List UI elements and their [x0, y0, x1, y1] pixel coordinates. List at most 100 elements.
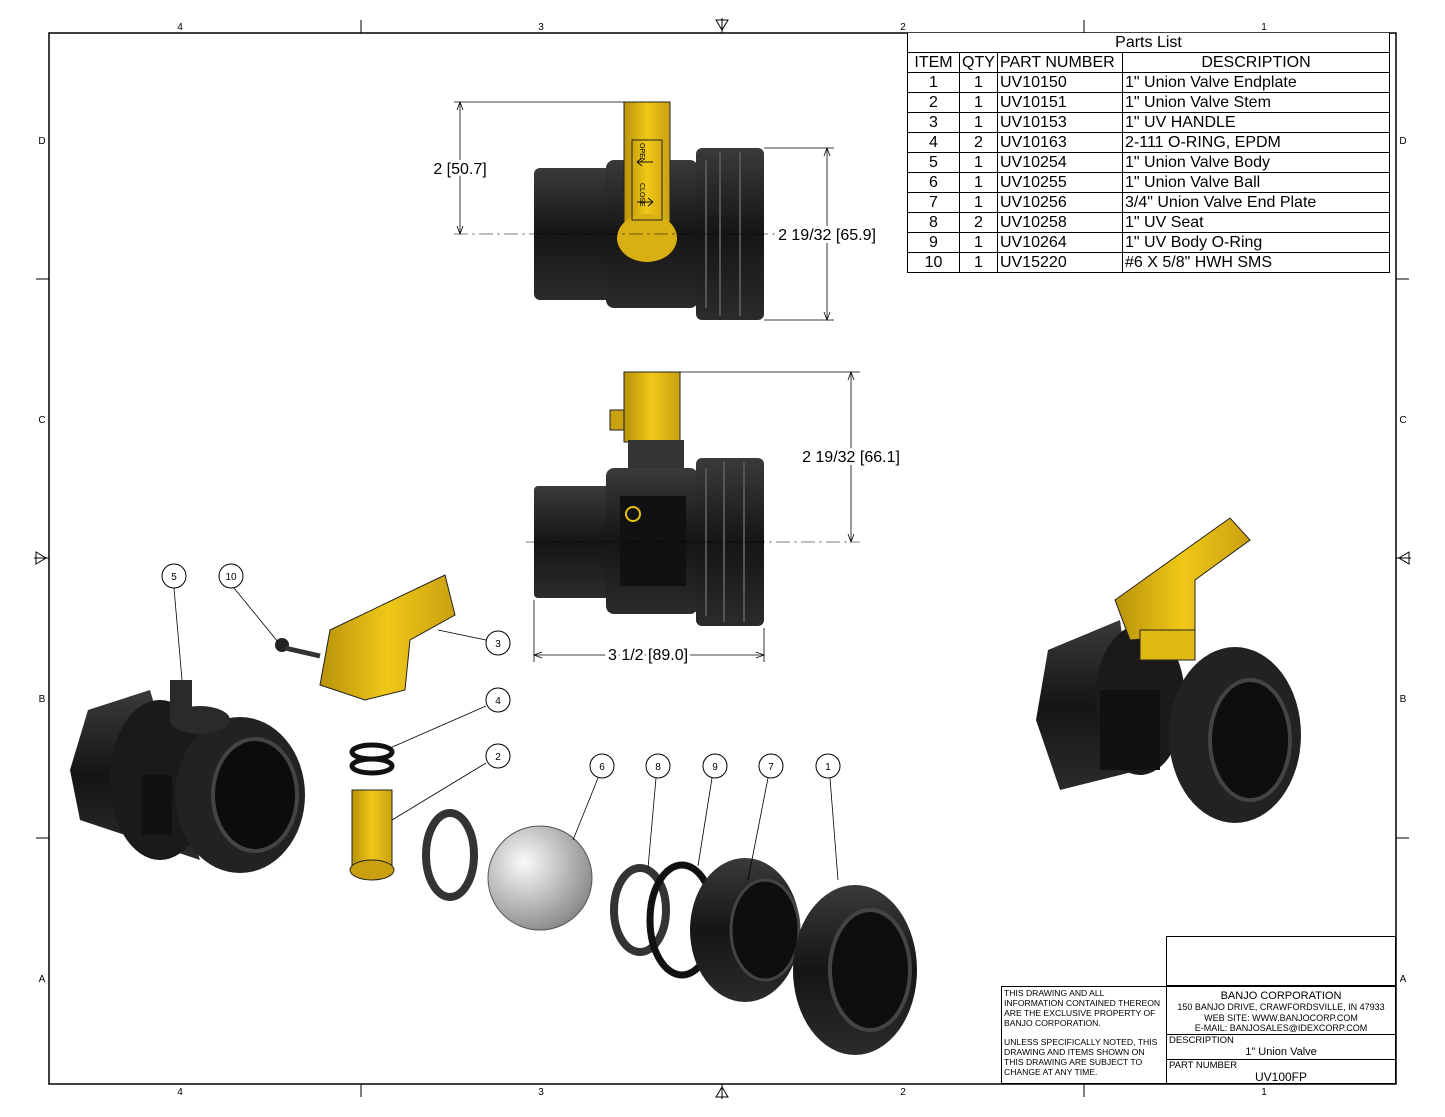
svg-text:9: 9: [712, 762, 718, 773]
svg-text:4: 4: [495, 696, 501, 707]
description-cell: 1" Union Valve Endplate: [1122, 72, 1390, 93]
item-cell: 5: [907, 152, 960, 173]
parts-list-title: Parts List: [907, 33, 1390, 53]
balloon-8: 8: [645, 753, 671, 779]
qty-cell: 1: [959, 252, 998, 273]
company-info: BANJO CORPORATION 150 BANJO DRIVE, CRAWF…: [1166, 986, 1396, 1035]
svg-text:A: A: [39, 974, 46, 985]
dimension-lines-front: [532, 370, 860, 662]
qty-cell: 1: [959, 72, 998, 93]
zone-ticks: [34, 18, 1411, 1099]
part-number-cell: UV15220: [997, 252, 1123, 273]
item-cell: 10: [907, 252, 960, 273]
item-cell: 9: [907, 232, 960, 253]
leader-lines: [173, 587, 839, 881]
part-seat-2: [610, 864, 670, 956]
svg-text:1: 1: [1261, 22, 1267, 33]
item-cell: 8: [907, 212, 960, 233]
part-ball: [487, 825, 593, 931]
qty-cell: 1: [959, 92, 998, 113]
qty-cell: 1: [959, 192, 998, 213]
parts-list-header: ITEM QTY PART NUMBER DESCRIPTION: [907, 52, 1390, 73]
svg-text:D: D: [38, 136, 45, 147]
svg-text:6: 6: [599, 762, 605, 773]
part-number-cell: UV10256: [997, 192, 1123, 213]
svg-text:8: 8: [655, 762, 661, 773]
svg-text:3: 3: [538, 1087, 544, 1098]
svg-text:C: C: [38, 415, 45, 426]
balloon-2: 2: [485, 743, 511, 769]
description-field: DESCRIPTION 1" Union Valve: [1166, 1034, 1396, 1060]
part-number-cell: UV10264: [997, 232, 1123, 253]
balloon-10: 10: [218, 563, 244, 589]
svg-text:B: B: [1400, 694, 1407, 705]
balloon-4: 4: [485, 687, 511, 713]
description-cell: 1" UV HANDLE: [1122, 112, 1390, 133]
svg-text:2: 2: [900, 22, 906, 33]
qty-cell: 1: [959, 172, 998, 193]
svg-text:7: 7: [768, 762, 774, 773]
balloon-9: 9: [702, 753, 728, 779]
svg-text:2: 2: [495, 752, 501, 763]
description-cell: 1" UV Seat: [1122, 212, 1390, 233]
description-cell: 3/4" Union Valve End Plate: [1122, 192, 1390, 213]
exploded-view: [70, 574, 917, 1055]
front-view: [526, 371, 860, 626]
description-cell: 1" Union Valve Stem: [1122, 92, 1390, 113]
item-cell: 3: [907, 112, 960, 133]
balloon-7: 7: [758, 753, 784, 779]
dim-top-height: 2 [50.7]: [433, 161, 486, 178]
dim-front-length: 3 1/2 [89.0]: [608, 647, 688, 664]
part-handle: [319, 574, 456, 701]
balloon-1: 1: [815, 753, 841, 779]
svg-text:1: 1: [1261, 1087, 1267, 1098]
part-seat: [422, 809, 478, 901]
part-number-cell: UV10151: [997, 92, 1123, 113]
item-cell: 2: [907, 92, 960, 113]
svg-text:4: 4: [177, 22, 183, 33]
svg-text:C: C: [1399, 415, 1406, 426]
dim-top-diameter: 2 19/32 [65.9]: [778, 227, 876, 244]
qty-cell: 2: [959, 132, 998, 153]
revision-box: [1166, 936, 1396, 986]
svg-text:10: 10: [225, 572, 237, 583]
qty-cell: 2: [959, 212, 998, 233]
svg-text:B: B: [39, 694, 46, 705]
description-cell: 1" Union Valve Body: [1122, 152, 1390, 173]
svg-text:2: 2: [900, 1087, 906, 1098]
balloons: 5 10 3 4 2 6 8 9 7 1: [161, 563, 841, 779]
balloon-5: 5: [161, 563, 187, 589]
isometric-assembly-view: [1036, 517, 1301, 823]
item-cell: 7: [907, 192, 960, 213]
part-number-cell: UV10150: [997, 72, 1123, 93]
description-cell: 2-111 O-RING, EPDM: [1122, 132, 1390, 153]
svg-text:5: 5: [171, 572, 177, 583]
description-cell: 1" Union Valve Ball: [1122, 172, 1390, 193]
item-cell: 1: [907, 72, 960, 93]
item-cell: 4: [907, 132, 960, 153]
part-number-cell: UV10258: [997, 212, 1123, 233]
svg-text:OPEN: OPEN: [638, 143, 645, 163]
dim-front-height: 2 19/32 [66.1]: [802, 449, 900, 466]
balloon-6: 6: [589, 753, 615, 779]
part-number-cell: UV10255: [997, 172, 1123, 193]
top-view: OPEN CLOSE: [454, 101, 780, 320]
description-cell: #6 X 5/8" HWH SMS: [1122, 252, 1390, 273]
svg-text:1: 1: [825, 762, 831, 773]
part-number-field: PART NUMBER UV100FP: [1166, 1059, 1396, 1084]
svg-text:D: D: [1399, 136, 1406, 147]
svg-text:A: A: [1400, 974, 1407, 985]
dimension-lines-top: [454, 100, 834, 322]
part-screw: [275, 638, 321, 659]
item-cell: 6: [907, 172, 960, 193]
